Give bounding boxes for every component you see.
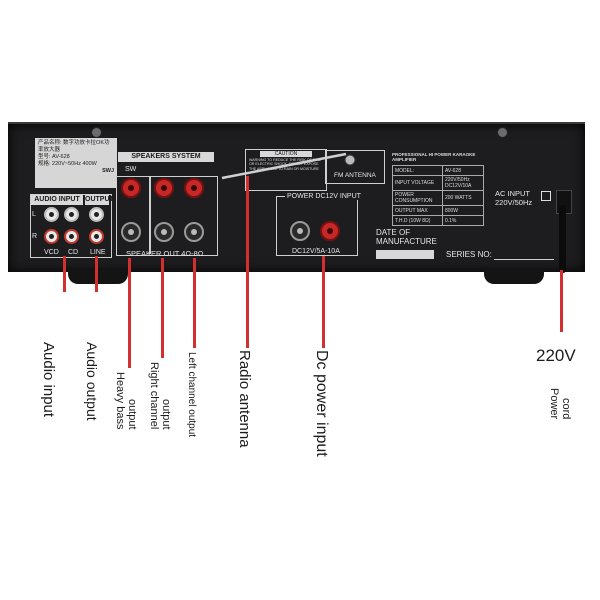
power-cord (559, 205, 566, 273)
sw-label: SW (125, 166, 137, 173)
right-positive-terminal[interactable] (154, 178, 174, 198)
dc-positive-terminal[interactable] (320, 221, 340, 241)
fm-antenna-box (325, 150, 385, 184)
ac-symbol-icon (541, 191, 551, 201)
callout-line-left-channel (193, 258, 196, 348)
callout-heavy-bass-line1: Heavy bass (114, 372, 126, 430)
rca-jack-vcd-l[interactable] (44, 207, 59, 222)
left-foot (68, 270, 128, 284)
callout-dc-power: Dc power input (313, 350, 330, 457)
date-field (376, 250, 434, 259)
callout-right-channel: Right channeloutput (148, 362, 172, 434)
sw-positive-terminal[interactable] (121, 178, 141, 198)
callout-line-dc-power (322, 256, 325, 348)
fm-antenna-label: FM ANTENNA (334, 172, 376, 179)
callout-right-channel-line2: output (160, 398, 172, 430)
callout-line-power-cord (560, 270, 563, 332)
product-sticker: 产品名称: 数字功放卡拉OK功率放大器 型号: AV-628 规格: 220V~… (35, 138, 117, 188)
callout-radio-antenna: Radio antenna (236, 350, 253, 448)
spec-value: 800W (441, 205, 485, 216)
caution-text: WARNING TO REDUCE THE RISK OF FIRE OR EL… (249, 158, 321, 171)
spec-value: 200 WATTS (441, 190, 485, 206)
spec-key: POWER CONSUMPTION (392, 190, 443, 206)
spec-key: OUTPUT MAX (392, 205, 443, 216)
line-label: LINE (90, 249, 106, 256)
callout-voltage: 220V (536, 346, 576, 365)
caution-label: CAUTION WARNING TO REDUCE THE RISK OF FI… (245, 149, 327, 191)
screw-icon (91, 127, 102, 138)
spec-value: 220V/50Hz DC12V/10A (441, 175, 485, 191)
callout-heavy-bass: Heavy bassoutput (114, 372, 138, 434)
screw-icon (497, 127, 508, 138)
dc-power-panel (276, 196, 358, 256)
left-negative-terminal[interactable] (184, 222, 204, 242)
right-negative-terminal[interactable] (154, 222, 174, 242)
sticker-line-1: 产品名称: 数字功放卡拉OK功率放大器 (38, 140, 110, 153)
callout-right-channel-line1: Right channel (148, 362, 160, 430)
callout-line-radio-antenna (246, 176, 249, 348)
callout-left-channel: Left channel output (186, 352, 197, 438)
spec-title: PROFESSIONAL HI POWER KARAOKE AMPLIFIER (392, 152, 476, 162)
rca-jack-cd-l[interactable] (64, 207, 79, 222)
callout-line-audio-output (95, 256, 98, 292)
power-dc-label: POWER DC12V INPUT (285, 193, 363, 200)
antenna-connector[interactable] (344, 154, 356, 166)
callout-power-cord-line2: cord (560, 397, 572, 420)
audio-io-panel (30, 194, 112, 258)
vcd-label: VCD (44, 249, 59, 256)
spec-value: AV-628 (441, 165, 485, 176)
spec-value: 0.1% (441, 215, 485, 226)
manufacture-label: MANUFACTURE (376, 237, 437, 246)
audio-input-header: AUDIO INPUT (31, 195, 83, 205)
speaker-terminal-panel (116, 176, 218, 256)
sticker-line-3: 规格: 220V~50Hz 400W (38, 161, 97, 167)
left-positive-terminal[interactable] (184, 178, 204, 198)
dc-rating-label: DC12V/5A-10A (292, 248, 340, 255)
dc-negative-terminal[interactable] (290, 221, 310, 241)
rca-jack-cd-r[interactable] (64, 229, 79, 244)
callout-audio-input: Audio input (40, 342, 57, 418)
ac-rating-label: 220V/50Hz (495, 198, 533, 207)
ac-input-label: AC INPUT (495, 189, 531, 198)
series-no-field (494, 259, 554, 260)
spec-key: MODEL: (392, 165, 443, 176)
rca-jack-vcd-r[interactable] (44, 229, 59, 244)
rca-jack-line-l[interactable] (89, 207, 104, 222)
output-header: OUTPUT (85, 195, 114, 205)
right-foot (484, 270, 544, 284)
series-no-label: SERIES NO: (446, 250, 492, 259)
speakers-system-header: SPEAKERS SYSTEM (118, 152, 214, 162)
cd-label: CD (68, 249, 79, 256)
spec-key: INPUT VOLTAGE (392, 175, 443, 191)
callout-heavy-bass-line2: output (126, 398, 138, 430)
channel-label-r: R (32, 233, 38, 240)
callout-line-heavy-bass (128, 258, 131, 368)
callout-power-cord: Powercord (548, 388, 572, 424)
rca-jack-line-r[interactable] (89, 229, 104, 244)
speaker-out-label: SPEAKER OUT 4Ω-8Ω (126, 249, 204, 258)
sticker-brand: SWJ (102, 168, 114, 174)
callout-line-audio-input (63, 256, 66, 292)
callout-line-right-channel (161, 258, 164, 358)
speaker-divider (149, 176, 151, 254)
spec-key: T.H.D (10W 8Ω) (392, 215, 443, 226)
date-of-label: DATE OF (376, 228, 411, 237)
callout-power-cord-line1: Power (548, 388, 560, 420)
sw-negative-terminal[interactable] (121, 222, 141, 242)
caution-title: CAUTION (260, 151, 312, 157)
channel-label-l: L (32, 211, 36, 218)
callout-audio-output: Audio output (84, 342, 100, 421)
sticker-line-2: 型号: AV-628 (38, 154, 70, 160)
spec-table: PROFESSIONAL HI POWER KARAOKE AMPLIFIER … (392, 152, 485, 226)
